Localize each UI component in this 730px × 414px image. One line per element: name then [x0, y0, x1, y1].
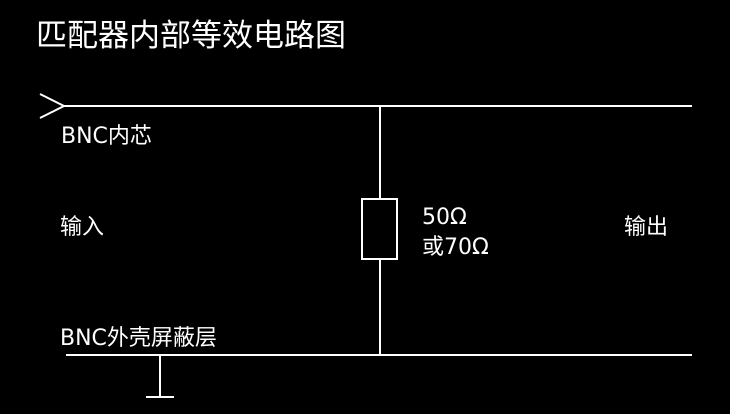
resistor-value-label: 50Ω: [422, 205, 467, 230]
output-label: 输出: [624, 215, 668, 240]
input-label: 输入: [60, 215, 104, 240]
diagram-title: 匹配器内部等效电路图: [36, 18, 346, 54]
resistor-alt-value-label: 或70Ω: [422, 235, 489, 260]
core-label: BNC内芯: [61, 124, 152, 149]
shield-label: BNC外壳屏蔽层: [60, 326, 217, 351]
